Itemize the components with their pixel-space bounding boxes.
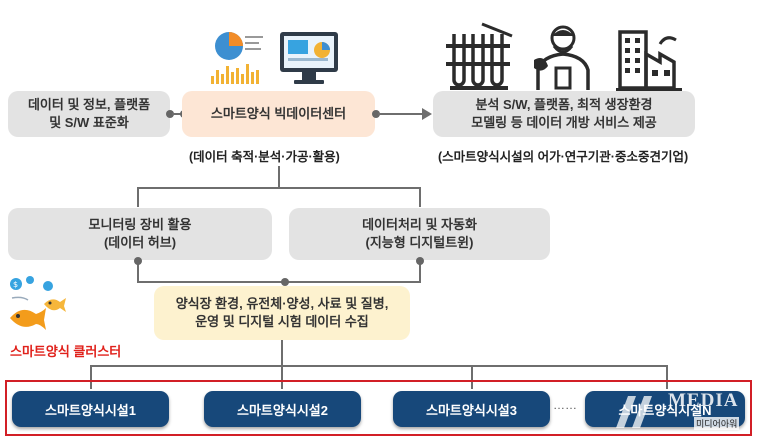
- monitoring-text: 모니터링 장비 활용 (데이터 허브): [88, 217, 192, 250]
- open-service-text: 분석 S/W, 플랫폼, 최적 생장환경 모델링 등 데이터 개방 서비스 제공: [471, 97, 657, 130]
- watermark-logo: MEDIA 미디어아워: [610, 388, 750, 436]
- arrow-line: [378, 113, 424, 115]
- connector-line: [419, 187, 421, 207]
- facility-1-label: 스마트양식시설1: [45, 402, 136, 418]
- connector-line: [281, 365, 283, 389]
- monitor-data-icon: [280, 32, 338, 84]
- facility-2-pill: 스마트양식시설2: [204, 391, 361, 427]
- watermark-sub: 미디어아워: [694, 417, 740, 430]
- connector-line: [137, 187, 139, 207]
- arrow-head-icon: [422, 108, 432, 120]
- ellipsis: ……: [553, 398, 577, 412]
- open-service-box: 분석 S/W, 플랫폼, 최적 생장환경 모델링 등 데이터 개방 서비스 제공: [433, 91, 695, 137]
- connector-dot: [372, 110, 380, 118]
- connector-line: [90, 365, 668, 367]
- cluster-label: 스마트양식 클러스터: [10, 344, 122, 359]
- monitoring-box: 모니터링 장비 활용 (데이터 허브): [8, 208, 272, 260]
- cluster-frame: [5, 380, 752, 436]
- test-tubes-icon: [446, 22, 513, 90]
- connector-dot: [134, 257, 142, 265]
- connector-line: [471, 365, 473, 389]
- analytics-chart-icon: [211, 32, 263, 84]
- processing-text: 데이터처리 및 자동화 (지능형 디지털트윈): [362, 217, 477, 250]
- fisherman-icon: [534, 25, 590, 90]
- connector-line: [90, 365, 92, 389]
- connector-line: [137, 281, 421, 283]
- facility-3-label: 스마트양식시설3: [426, 402, 517, 418]
- standardize-text: 데이터 및 정보, 플랫폼 및 S/W 표준화: [27, 97, 151, 130]
- facility-3-pill: 스마트양식시설3: [393, 391, 550, 427]
- connector-dot: [416, 257, 424, 265]
- connector-dot: [281, 278, 289, 286]
- facility-1-pill: 스마트양식시설1: [12, 391, 169, 427]
- facility-2-label: 스마트양식시설2: [237, 402, 328, 418]
- users-caption: (스마트양식시설의 어가·연구기관·중소중견기업): [438, 150, 689, 164]
- data-collect-text: 양식장 환경, 유전체·양성, 사료 및 질병, 운영 및 디지털 시험 데이터…: [175, 296, 389, 329]
- watermark-mark-icon: [616, 396, 652, 428]
- bigdata-center-label: 스마트양식 빅데이터센터: [210, 106, 347, 121]
- connector-line: [278, 166, 280, 188]
- processing-box: 데이터처리 및 자동화 (지능형 디지털트윈): [289, 208, 550, 260]
- bigdata-center-box: 스마트양식 빅데이터센터: [182, 91, 375, 137]
- standardize-box: 데이터 및 정보, 플랫폼 및 S/W 표준화: [8, 91, 170, 137]
- connector-line: [419, 260, 421, 282]
- svg-text:$: $: [13, 280, 18, 289]
- center-role-caption: (데이터 축적·분석·가공·활용): [189, 150, 340, 164]
- fish-cluster-icon: $: [10, 276, 66, 330]
- connector-line: [666, 365, 668, 389]
- connector-line: [137, 187, 421, 189]
- watermark-main: MEDIA: [668, 390, 739, 411]
- connector-line: [137, 260, 139, 282]
- connector-line: [172, 113, 184, 115]
- connector-line: [281, 340, 283, 366]
- data-collect-box: 양식장 환경, 유전체·양성, 사료 및 질병, 운영 및 디지털 시험 데이터…: [154, 286, 410, 340]
- connector-dot: [166, 110, 174, 118]
- factory-building-icon: [616, 30, 682, 91]
